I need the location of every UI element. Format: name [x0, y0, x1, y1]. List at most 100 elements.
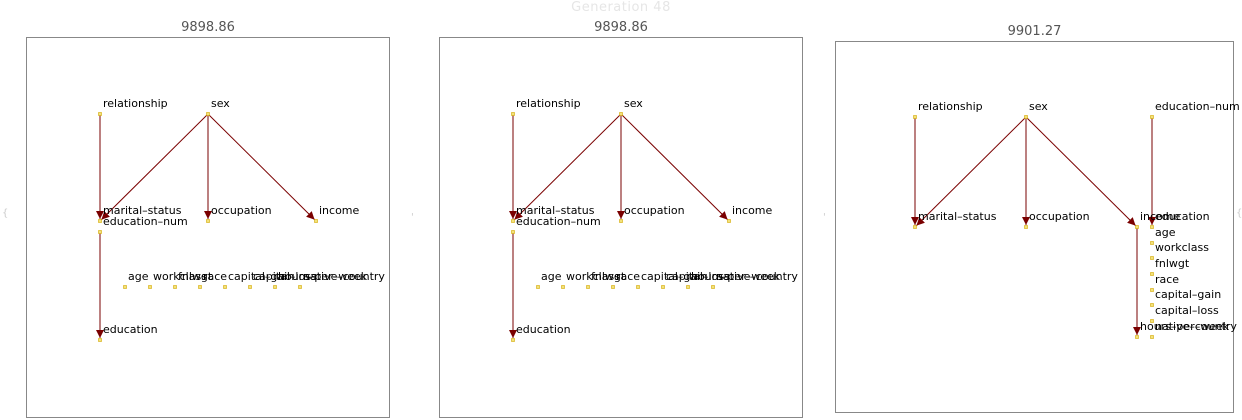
node-label-relationship: relationship [103, 97, 168, 110]
node-label-marital-status: marital–status [103, 204, 182, 217]
node-income[interactable] [1135, 225, 1139, 229]
node-label-capital-loss: capital–loss [1155, 304, 1219, 317]
node-label-income: income [732, 204, 773, 217]
node-education[interactable] [98, 338, 102, 342]
node-label-race: race [203, 270, 227, 283]
node-capital-gain[interactable] [1150, 303, 1154, 307]
edge-sex-to-income [620, 113, 728, 220]
panel-score: 9898.86 [594, 20, 648, 35]
node-label-capital-loss: capital–loss [666, 270, 730, 283]
node-occupation[interactable] [206, 219, 210, 223]
node-label-education: education [1155, 210, 1210, 223]
node-income[interactable] [314, 219, 318, 223]
node-label-relationship: relationship [918, 100, 983, 113]
network-panel-3: relationship sex education–num marital–stat… [911, 100, 1240, 339]
edge-sex-to-marital-status [514, 113, 622, 220]
node-fnlwgt[interactable] [1150, 272, 1154, 276]
node-label-native-country: native–country [303, 270, 385, 283]
node-label-fnlwgt: fnlwgt [178, 270, 213, 283]
node-education[interactable] [1150, 225, 1154, 229]
node-label-education-num: education–num [1155, 100, 1240, 113]
node-occupation[interactable] [619, 219, 623, 223]
panel-score: 9898.86 [181, 20, 235, 35]
node-education[interactable] [511, 338, 515, 342]
node-label-fnlwgt: fnlwgt [1155, 257, 1190, 270]
node-label-race: race [616, 270, 640, 283]
node-label-sex: sex [1029, 100, 1048, 113]
node-label-occupation: occupation [624, 204, 685, 217]
node-hours-per-week[interactable] [273, 285, 277, 289]
generation-title: Generation 48 [571, 0, 671, 15]
node-sex[interactable] [1024, 115, 1028, 119]
node-native-country[interactable] [711, 285, 715, 289]
node-label-workclass: workclass [566, 270, 620, 283]
node-age[interactable] [536, 285, 540, 289]
edge-sex-to-income [207, 113, 315, 220]
node-education-num[interactable] [98, 230, 102, 234]
node-label-native-country: native–country [716, 270, 798, 283]
node-race[interactable] [611, 285, 615, 289]
node-label-sex: sex [624, 97, 643, 110]
node-native-country[interactable] [1150, 335, 1154, 339]
node-label-education: education [103, 323, 158, 336]
node-label-age: age [1155, 226, 1176, 239]
node-label-relationship: relationship [516, 97, 581, 110]
node-label-education: education [516, 323, 571, 336]
node-education-num[interactable] [1150, 115, 1154, 119]
separator-mark: ' [411, 212, 414, 223]
node-relationship[interactable] [98, 112, 102, 116]
node-label-native-country: native–country [1155, 320, 1237, 333]
node-occupation[interactable] [1024, 225, 1028, 229]
node-hours-per-week[interactable] [1135, 335, 1139, 339]
node-label-sex: sex [211, 97, 230, 110]
node-age[interactable] [123, 285, 127, 289]
edge-sex-to-marital-status [916, 116, 1027, 226]
node-label-hours-per-week: hours–per–week [1140, 320, 1230, 333]
node-capital-loss[interactable] [248, 285, 252, 289]
edge-sex-to-marital-status [101, 113, 209, 220]
node-fnlwgt[interactable] [586, 285, 590, 289]
node-label-age: age [128, 270, 149, 283]
node-label-income: income [319, 204, 360, 217]
node-hours-per-week[interactable] [686, 285, 690, 289]
node-capital-gain[interactable] [636, 285, 640, 289]
node-fnlwgt[interactable] [173, 285, 177, 289]
node-relationship[interactable] [511, 112, 515, 116]
node-relationship[interactable] [913, 115, 917, 119]
node-education-num[interactable] [511, 230, 515, 234]
node-marital-status[interactable] [98, 219, 102, 223]
node-capital-loss[interactable] [1150, 319, 1154, 323]
node-income[interactable] [727, 219, 731, 223]
node-workclass[interactable] [1150, 256, 1154, 260]
node-label-hours-per-week: hours–per–week [691, 270, 781, 283]
node-sex[interactable] [206, 112, 210, 116]
node-label-marital-status: marital–status [918, 210, 997, 223]
node-label-income: income [1140, 210, 1181, 223]
node-label-occupation: occupation [211, 204, 272, 217]
panel-frame [439, 37, 803, 418]
node-label-workclass: workclass [153, 270, 207, 283]
node-capital-gain[interactable] [223, 285, 227, 289]
edge-sex-to-income [1025, 116, 1136, 226]
node-label-capital-loss: capital–loss [253, 270, 317, 283]
node-label-workclass: workclass [1155, 241, 1209, 254]
node-native-country[interactable] [298, 285, 302, 289]
node-sex[interactable] [619, 112, 623, 116]
node-marital-status[interactable] [913, 225, 917, 229]
node-label-marital-status: marital–status [516, 204, 595, 217]
node-capital-loss[interactable] [661, 285, 665, 289]
separator-mark: ' [823, 212, 826, 223]
node-label-age: age [541, 270, 562, 283]
network-panel-2: relationship sex marital–status occupation i… [509, 97, 798, 342]
node-race[interactable] [1150, 288, 1154, 292]
separator-mark: { [2, 208, 9, 219]
node-workclass[interactable] [561, 285, 565, 289]
node-age[interactable] [1150, 241, 1154, 245]
node-workclass[interactable] [148, 285, 152, 289]
node-label-occupation: occupation [1029, 210, 1090, 223]
node-race[interactable] [198, 285, 202, 289]
separator-mark: { [1236, 208, 1242, 219]
node-marital-status[interactable] [511, 219, 515, 223]
node-label-capital-gain: capital–gain [641, 270, 707, 283]
